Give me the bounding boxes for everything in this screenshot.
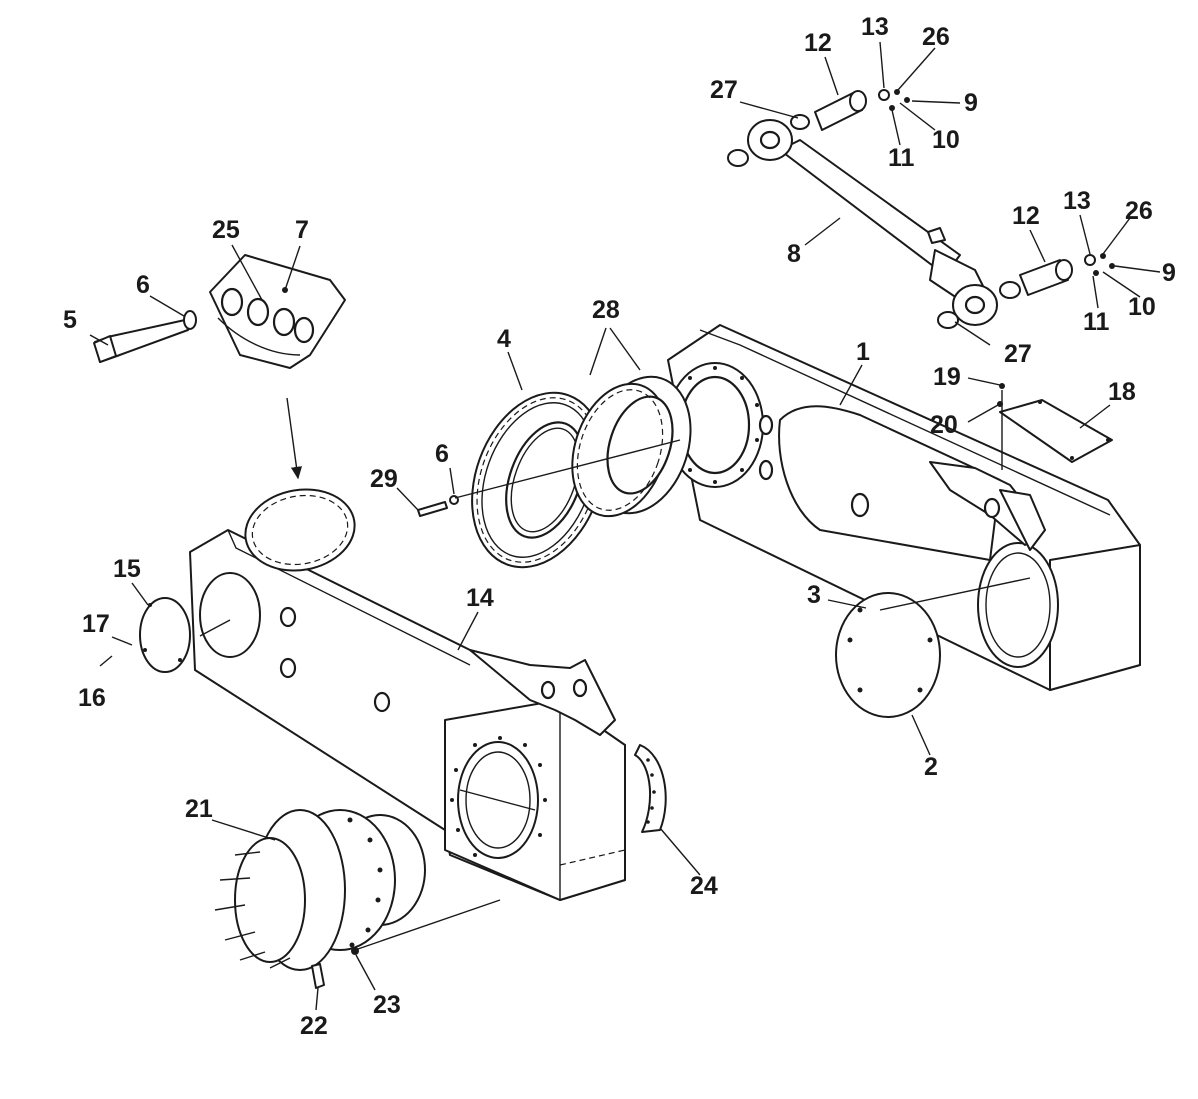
callout-27-top: 27	[710, 76, 738, 104]
bearing-ring-pair	[571, 375, 692, 518]
callout-16: 16	[78, 684, 106, 712]
callout-26-top: 26	[922, 23, 950, 51]
callout-24: 24	[690, 872, 718, 900]
callout-2: 2	[924, 753, 938, 781]
pin-top	[814, 90, 867, 131]
callout-10-top: 10	[932, 126, 960, 154]
left-arm-housing	[189, 529, 626, 901]
curved-segment	[634, 744, 667, 833]
bolt-and-washer	[93, 310, 197, 363]
right-arm-housing	[666, 324, 1141, 691]
callout-22: 22	[300, 1012, 328, 1040]
callout-26-right: 26	[1125, 197, 1153, 225]
callout-17: 17	[82, 610, 110, 638]
callout-leaders	[89, 41, 1161, 1011]
callout-7: 7	[295, 216, 309, 244]
callout-12-top: 12	[804, 29, 832, 57]
callout-29: 29	[370, 465, 398, 493]
large-bearing-ring	[471, 391, 605, 569]
callout-13-right: 13	[1063, 187, 1091, 215]
callout-15: 15	[113, 555, 141, 583]
callout-5: 5	[63, 306, 77, 334]
callout-4: 4	[497, 325, 511, 353]
callout-9-top: 9	[964, 89, 978, 117]
callout-12-right: 12	[1012, 202, 1040, 230]
callout-8: 8	[787, 240, 801, 268]
callout-28: 28	[592, 296, 620, 324]
callout-14: 14	[466, 584, 494, 612]
right-cover-plate	[835, 592, 941, 718]
callout-9-right: 9	[1162, 259, 1176, 287]
pin-right	[1019, 259, 1073, 296]
small-bolt	[417, 495, 459, 517]
callout-6-mid: 6	[435, 440, 449, 468]
pin-fasteners	[878, 89, 1115, 276]
callout-23: 23	[373, 991, 401, 1019]
callout-10-right: 10	[1128, 293, 1156, 321]
callout-13-top: 13	[861, 13, 889, 41]
assembly-lines	[199, 390, 1031, 951]
hydraulic-cylinder	[727, 114, 1021, 329]
callout-11-right: 11	[1083, 308, 1110, 336]
callout-25: 25	[212, 216, 240, 244]
hub-fasteners	[311, 947, 359, 989]
callout-11-top: 11	[888, 144, 915, 172]
callout-6-top: 6	[136, 271, 150, 299]
callout-18: 18	[1108, 378, 1136, 406]
gear-disk	[244, 488, 356, 572]
callout-19: 19	[933, 363, 961, 391]
callout-27-right: 27	[1004, 340, 1032, 368]
callout-21: 21	[185, 795, 213, 823]
gear-block	[209, 254, 346, 369]
callout-20: 20	[930, 411, 958, 439]
small-cover-plate	[997, 383, 1113, 463]
wheel-hub	[214, 809, 426, 971]
left-cover-plate	[139, 597, 191, 673]
callout-labels: 1 2 3 4 5 6 6 7 8 9 9 10 10 11 11 12 12 …	[63, 13, 1176, 1040]
callout-3: 3	[807, 581, 821, 609]
callout-1: 1	[856, 338, 870, 366]
